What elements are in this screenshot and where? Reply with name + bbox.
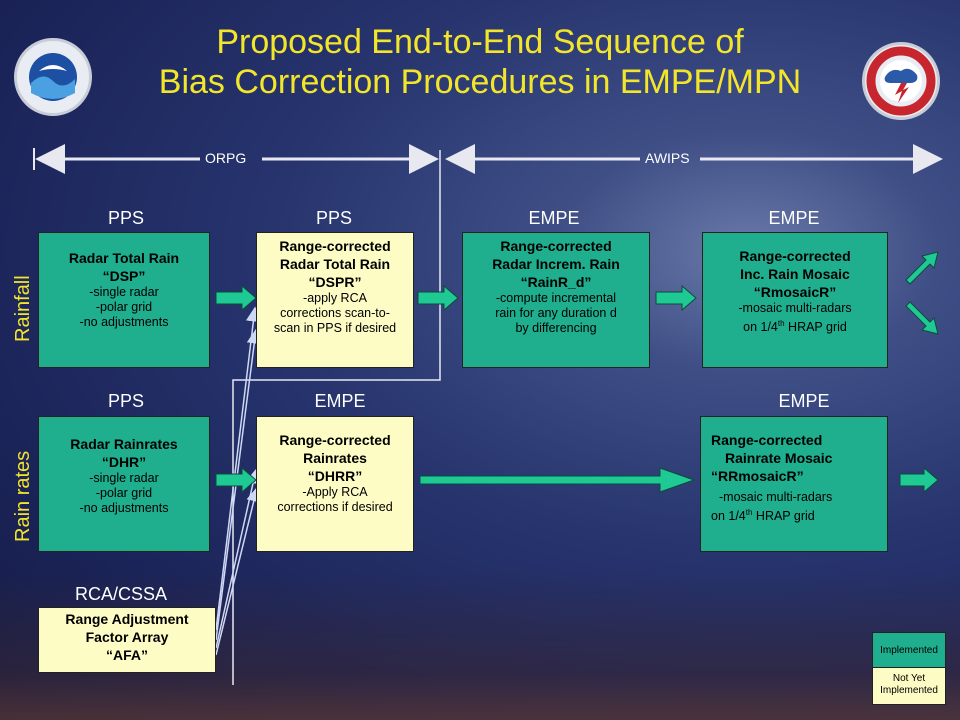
arrow-rainr-to-rmosaic [655,284,697,312]
rmosaic-sub-2: on 1/4th HRAP grid [743,319,847,335]
rrmosaic-sub-1: -mosaic multi-radars [719,490,833,504]
band-label-awips: AWIPS [645,150,690,166]
dhrr-line-2: Rainrates [303,450,367,466]
box-rrmosaic: Range-corrected Rainrate Mosaic “RRmosai… [700,416,888,552]
row-label-rain-rates: Rain rates [12,450,34,542]
dsp-line-1: Radar Total Rain [68,250,180,266]
arrow-rmosaic-out-down [905,301,939,335]
dhr-line-2: “DHR” [101,454,147,470]
rainr-sub-3: by differencing [515,321,597,335]
row-label-rainfall: Rainfall [12,275,34,342]
stage-label-pps-3: PPS [107,391,145,411]
afa-line-3: “AFA” [106,647,148,663]
dhr-sub-2: -polar grid [95,486,153,500]
box-dspr: Range-corrected Radar Total Rain “DSPR” … [256,232,414,368]
stage-label-empe-3: EMPE [314,391,366,411]
legend-not-yet-label-1: Not Yet [892,673,926,684]
arrow-rmosaic-out-up [905,251,939,285]
dspr-line-1: Range-corrected [279,238,391,254]
afa-to-dhrr-line-2 [215,486,262,656]
afa-line-2: Factor Array [85,629,169,645]
dhrr-line-3: “DHRR” [307,468,363,484]
dhrr-line-1: Range-corrected [279,432,391,448]
rrmosaic-line-3: “RRmosaicR” [711,468,804,484]
rrmosaic-sub-2: on 1/4th HRAP grid [711,508,815,524]
rrmosaic-line-2: Rainrate Mosaic [725,450,833,466]
dsp-sub-3: -no adjustments [79,315,169,329]
dsp-line-2: “DSP” [102,268,146,284]
rainr-sub-1: -compute incremental [495,291,617,305]
rainr-line-2: Radar Increm. Rain [492,256,620,272]
arrow-dhrr-to-rrmosaic [419,467,696,493]
rrmosaic-line-1: Range-corrected [711,432,823,448]
legend-implemented-label: Implemented [880,645,938,656]
legend-implemented: Implemented [872,632,946,668]
afa-to-dhrr-line-1 [215,468,261,649]
box-afa: Range Adjustment Factor Array “AFA” [38,607,216,673]
dhr-sub-3: -no adjustments [79,501,169,515]
rmosaic-line-2: Inc. Rain Mosaic [740,266,850,282]
rainr-sub-2: rain for any duration d [495,306,617,320]
stage-label-empe-1: EMPE [528,208,580,228]
dsp-sub-1: -single radar [89,285,159,299]
dhr-line-1: Radar Rainrates [70,436,178,452]
dspr-sub-1: -apply RCA [303,291,367,305]
stage-label-empe-4: EMPE [778,391,830,411]
box-rmosaic: Range-corrected Inc. Rain Mosaic “Rmosai… [702,232,888,368]
rmosaic-line-1: Range-corrected [739,248,851,264]
boundary-line [232,150,441,685]
dspr-sub-2: corrections scan-to- [280,306,390,320]
dspr-line-3: “DSPR” [308,274,362,290]
rainr-line-1: Range-corrected [500,238,612,254]
box-rainr: Range-corrected Radar Increm. Rain “Rain… [462,232,650,368]
title-line-2: Bias Correction Procedures in EMPE/MPN [158,63,802,101]
arrow-dhr-to-dhrr [215,466,257,494]
dhrr-sub-2: corrections if desired [277,500,393,514]
dhr-sub-1: -single radar [89,471,159,485]
stage-label-empe-2: EMPE [768,208,820,228]
arrow-dsp-to-dspr [215,284,257,312]
dspr-sub-3: scan in PPS if desired [273,321,397,335]
box-dsp: Radar Total Rain “DSP” -single radar -po… [38,232,210,368]
box-dhr: Radar Rainrates “DHR” -single radar -pol… [38,416,210,552]
rainr-line-3: “RainR_d” [520,274,592,290]
noaa-logo [14,38,92,116]
legend-not-yet-label-2: Implemented [880,685,938,696]
stage-label-pps-2: PPS [315,208,353,228]
stage-label-pps-1: PPS [107,208,145,228]
rmosaic-line-3: “RmosaicR” [753,284,837,300]
stage-label-rca-cssa: RCA/CSSA [74,584,168,604]
arrow-rrmosaic-out [899,466,939,494]
dspr-line-2: Radar Total Rain [279,256,391,272]
rmosaic-sub-1: -mosaic multi-radars [738,301,852,315]
box-dhrr: Range-corrected Rainrates “DHRR” -Apply … [256,416,414,552]
band-label-orpg: ORPG [205,150,247,166]
dsp-sub-2: -polar grid [95,300,153,314]
page-title: Proposed End-to-End Sequence of Bias Cor… [90,22,870,102]
afa-to-dspr-line-1 [215,306,261,631]
nws-logo [862,42,940,120]
legend-not-yet-implemented: Not Yet Implemented [872,667,946,705]
arrow-dspr-to-rainr [417,284,459,312]
dhrr-sub-1: -Apply RCA [302,485,368,499]
title-line-1: Proposed End-to-End Sequence of [216,23,744,61]
afa-line-1: Range Adjustment [65,611,189,627]
